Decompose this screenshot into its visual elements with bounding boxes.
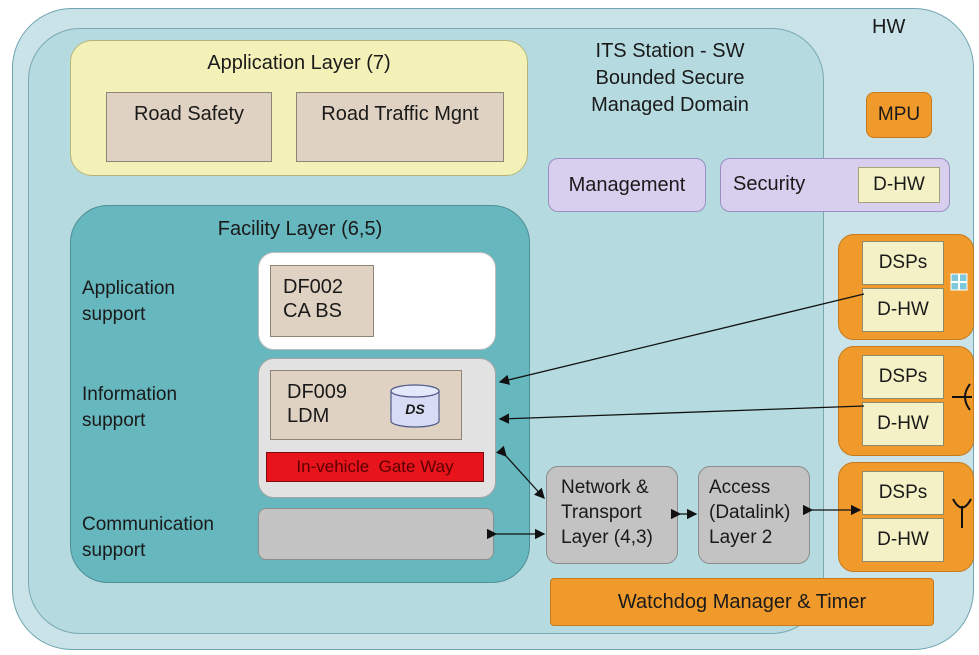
hw-label: HW (872, 16, 906, 38)
df009-line2: LDM (287, 405, 330, 427)
application-support-line2: support (82, 304, 146, 325)
df002-line1: DF002 (283, 276, 344, 298)
dsp-module-1-dhw: D-HW (862, 288, 944, 332)
network-line3: Layer (4,3) (561, 527, 653, 548)
gateway-bar: In-vehicle Gate Way (266, 452, 484, 482)
facility-layer-title: Facility Layer (6,5) (217, 218, 383, 240)
df009-line1: DF009 (287, 381, 348, 403)
mpu-box: MPU (866, 92, 932, 138)
dsp-module-3-dsp: DSPs (862, 471, 944, 515)
dsp-module-2-dsp: DSPs (862, 355, 944, 399)
watchdog-bar: Watchdog Manager & Timer (550, 578, 934, 626)
security-dhw: D-HW (858, 167, 940, 203)
information-support-label: Information support (82, 382, 177, 434)
dsp-module-3-dhw: D-HW (862, 518, 944, 562)
database-icon (390, 384, 440, 428)
df002-box: DF002 CA BS (270, 265, 374, 337)
dsp-module-1-dsp: DSPs (862, 241, 944, 285)
communication-support-bar (258, 508, 494, 560)
antenna-side-icon (952, 383, 972, 411)
application-support-line1: Application (82, 278, 175, 299)
application-layer-title: Application Layer (7) (207, 52, 391, 74)
access-line2: (Datalink) (709, 502, 791, 523)
information-support-line1: Information (82, 384, 178, 405)
dsp-module-2-dhw: D-HW (862, 402, 944, 446)
network-line2: Transport (561, 502, 642, 523)
road-traffic-box: Road Traffic Mgnt (296, 92, 504, 162)
antenna-icon (952, 498, 972, 528)
station-title-line3: Managed Domain (591, 94, 749, 116)
road-safety-box: Road Safety (106, 92, 272, 162)
station-title-line1: ITS Station - SW (595, 40, 745, 62)
communication-support-line1: Communication (82, 514, 214, 535)
station-title: ITS Station - SW Bounded Secure Managed … (560, 38, 780, 119)
station-title-line2: Bounded Secure (595, 67, 745, 89)
communication-support-label: Communication support (82, 512, 214, 564)
network-line1: Network & (561, 477, 649, 498)
management-box: Management (548, 158, 706, 212)
application-support-label: Application support (82, 276, 175, 328)
grid-icon (950, 273, 968, 291)
df002-line2: CA BS (283, 300, 342, 322)
access-line3: Layer 2 (709, 527, 773, 548)
security-label: Security (733, 173, 806, 195)
access-line1: Access (709, 477, 771, 498)
access-layer-box: Access (Datalink) Layer 2 (698, 466, 810, 564)
network-transport-box: Network & Transport Layer (4,3) (546, 466, 678, 564)
information-support-line2: support (82, 410, 146, 431)
communication-support-line2: support (82, 540, 146, 561)
database-label: DS (405, 401, 425, 417)
